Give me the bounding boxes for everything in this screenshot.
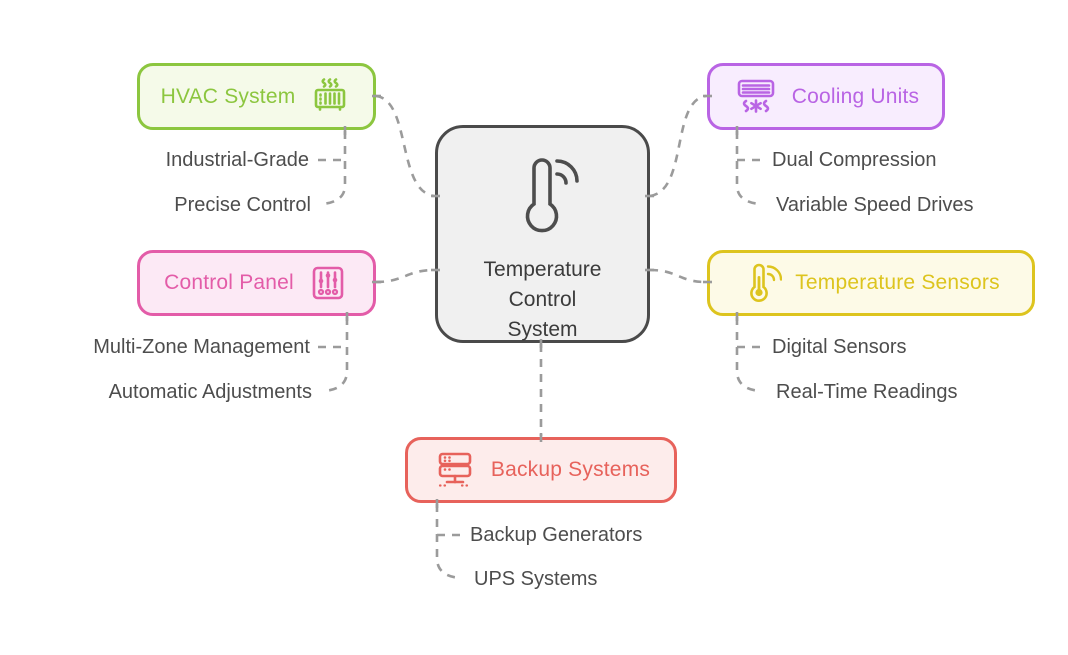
connector-center-sensors	[649, 268, 707, 284]
center-title-line-2: Control	[508, 288, 577, 311]
connector-control-center	[375, 268, 435, 284]
child-label-ups-systems: UPS Systems	[474, 568, 598, 590]
server-icon	[432, 448, 478, 492]
child-label-backup-generators: Backup Generators	[470, 524, 643, 546]
connector-backup-children	[435, 504, 461, 580]
node-backup-systems-label: Backup Systems	[490, 458, 651, 481]
sliders-icon	[307, 262, 349, 304]
air-conditioner-icon	[733, 75, 779, 119]
heater-icon	[308, 75, 352, 119]
connector-hvac-center	[375, 94, 435, 198]
child-label-variable-speed-drives: Variable Speed Drives	[776, 194, 974, 216]
node-cooling-units: Cooling Units	[707, 63, 945, 130]
node-backup-systems: Backup Systems	[405, 437, 677, 503]
child-label-precise-control: Precise Control	[174, 194, 311, 216]
connector-control-children	[323, 317, 349, 393]
connector-sensors-children	[735, 317, 761, 393]
child-label-industrial-grade: Industrial-Grade	[165, 149, 309, 171]
child-label-multi-zone-management: Multi-Zone Management	[93, 336, 310, 358]
node-hvac-label: HVAC System	[160, 84, 296, 108]
connector-center-cooling	[649, 94, 707, 198]
center-node-temperature-control-system: Temperature Control System	[435, 125, 650, 343]
child-label-automatic-adjustments: Automatic Adjustments	[108, 381, 312, 403]
connector-cooling-children	[735, 131, 761, 206]
node-hvac-system: HVAC System	[137, 63, 376, 130]
node-control-panel: Control Panel	[137, 250, 376, 316]
node-cooling-units-label: Cooling Units	[791, 84, 920, 108]
child-label-digital-sensors: Digital Sensors	[772, 336, 907, 358]
thermometer-icon	[742, 261, 783, 305]
thermometer-signal-icon	[506, 152, 580, 249]
node-control-panel-label: Control Panel	[164, 271, 294, 294]
center-node-title: Temperature Control System	[484, 255, 602, 345]
node-temperature-sensors: Temperature Sensors	[707, 250, 1035, 316]
center-title-line-1: Temperature	[483, 258, 602, 281]
connector-hvac-children	[321, 131, 347, 206]
node-temperature-sensors-label: Temperature Sensors	[795, 271, 1000, 294]
child-label-dual-compression: Dual Compression	[772, 149, 937, 171]
center-title-line-3: System	[507, 318, 578, 341]
child-label-real-time-readings: Real-Time Readings	[776, 381, 958, 403]
